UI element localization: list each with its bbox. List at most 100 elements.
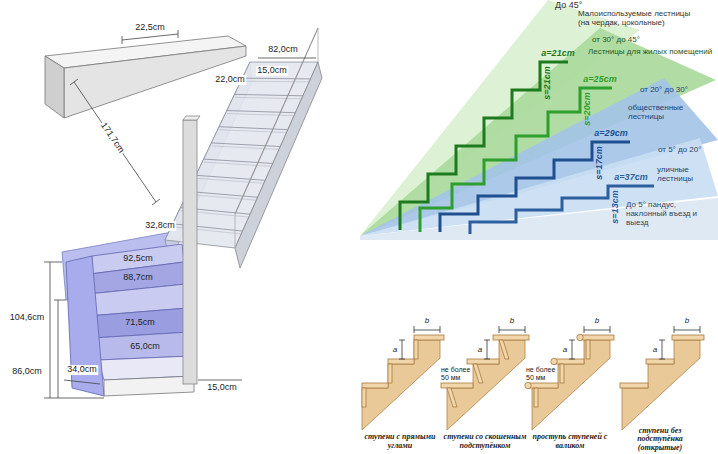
profile-dimension: b [595, 317, 599, 326]
tread-board [554, 359, 584, 364]
profile-caption: ступени с прямыми углами [358, 433, 442, 451]
dimension-label: 34,0cm [66, 365, 98, 375]
tread-board [528, 383, 558, 388]
stair-dimension: a=25cm [583, 75, 616, 85]
riser-board [388, 364, 392, 383]
band-label: уличные лестницы [657, 166, 715, 184]
dimension-tick [399, 359, 405, 360]
tread-edge [227, 114, 296, 116]
tread-nosing [551, 358, 557, 364]
dimension-tick [178, 30, 179, 38]
tread-board [646, 359, 674, 364]
handrail [235, 28, 318, 214]
tread-board [467, 359, 499, 364]
tread-board [493, 335, 529, 340]
dimension-tick [610, 326, 611, 333]
profile-dimension: a [478, 346, 482, 355]
profile-dimension: a [653, 346, 657, 355]
dimension-tick [70, 79, 78, 85]
dimension-tick [484, 359, 490, 360]
staircase-illustration [44, 28, 322, 398]
band-label: от 5° до 20° [658, 146, 701, 155]
dimension-tick [700, 326, 701, 333]
profile-caption: проступь ступеней с валиком [528, 433, 612, 451]
stair-dimension: a=29cm [594, 129, 627, 139]
dimension-tick [54, 300, 66, 301]
dimension-tick [152, 199, 160, 205]
dimension-line [64, 380, 100, 384]
stair-dimension: s=21cm [543, 66, 553, 99]
tread-edge [235, 94, 303, 95]
dimension-label: 22,5cm [134, 23, 166, 33]
tread-nosing [577, 334, 583, 340]
dimension-label: 32,8cm [144, 221, 176, 231]
band-label: общественные лестницы [628, 104, 714, 122]
dimension-tick [44, 262, 62, 263]
dimension-label: 71,5cm [124, 318, 156, 328]
slanted-riser [473, 364, 483, 383]
winder-tread [92, 332, 192, 360]
band-label: Лестницы для жилых помещений [588, 48, 716, 57]
tread-edge [196, 178, 265, 183]
profile-dimension: a [393, 346, 397, 355]
dimension-line [58, 300, 59, 398]
tread-edge [219, 127, 288, 130]
profile-caption: ступени без подступёнка (открытые) [618, 427, 702, 453]
dimension-label: 15,0cm [256, 66, 288, 76]
dimension-line [258, 58, 316, 59]
baluster [235, 214, 236, 248]
riser-board [560, 364, 564, 383]
band-label: Малоиспользуемые лестницы (на чердак, цо… [578, 10, 703, 28]
profile-dimension: b [510, 317, 514, 326]
slanted-riser [499, 340, 509, 359]
dimension-label: 88,7cm [122, 273, 154, 283]
dimension-line [50, 262, 51, 398]
tread-edge [204, 162, 273, 166]
dimension-tick [499, 326, 500, 333]
tread-nosing [525, 382, 531, 388]
dimension-tick [399, 340, 405, 341]
dimension-line [198, 380, 242, 381]
dimension-label: 22,0cm [214, 75, 246, 85]
riser-board [362, 388, 366, 407]
dimension-line [402, 340, 403, 359]
slope-band [360, 78, 718, 236]
tread-edge [242, 81, 310, 83]
outer-stringer [235, 62, 322, 268]
dimension-line [674, 330, 700, 331]
tread-board [580, 335, 614, 340]
dimension-line [572, 340, 573, 359]
tread-board [388, 359, 414, 364]
tread-edge [219, 130, 288, 133]
band-label: До 5° пандус, наклонный въезд и выезд [626, 201, 716, 227]
profile-dimension: a [563, 346, 567, 355]
tread-board [672, 335, 704, 340]
dimension-tick [674, 326, 675, 333]
dimension-tick [569, 359, 575, 360]
profile-dimension: не более 50 мм [441, 366, 475, 381]
stair-dimension: a=21cm [541, 49, 574, 59]
tread-edge [188, 194, 257, 200]
dimension-tick [525, 326, 526, 333]
dimension-line [74, 82, 156, 202]
dimension-line [122, 34, 178, 40]
dimension-label: 92,5cm [122, 254, 154, 264]
band-label: от 20° до 30° [640, 86, 688, 95]
profile-dimension: не более 50 мм [526, 366, 560, 381]
tread-edge [227, 111, 296, 113]
newel-post [183, 120, 197, 384]
slope-fan [360, 0, 718, 240]
dimension-tick [659, 340, 665, 341]
landing-side [45, 56, 64, 118]
dimension-tick [569, 340, 575, 341]
stringer [362, 340, 440, 430]
baluster [318, 28, 319, 62]
tread-board [362, 383, 388, 388]
riser-board [534, 388, 538, 407]
tread-board [441, 383, 473, 388]
dimension-tick [659, 359, 665, 360]
stair-dimension: s=13cm [611, 190, 621, 223]
tread-edge [196, 175, 265, 180]
